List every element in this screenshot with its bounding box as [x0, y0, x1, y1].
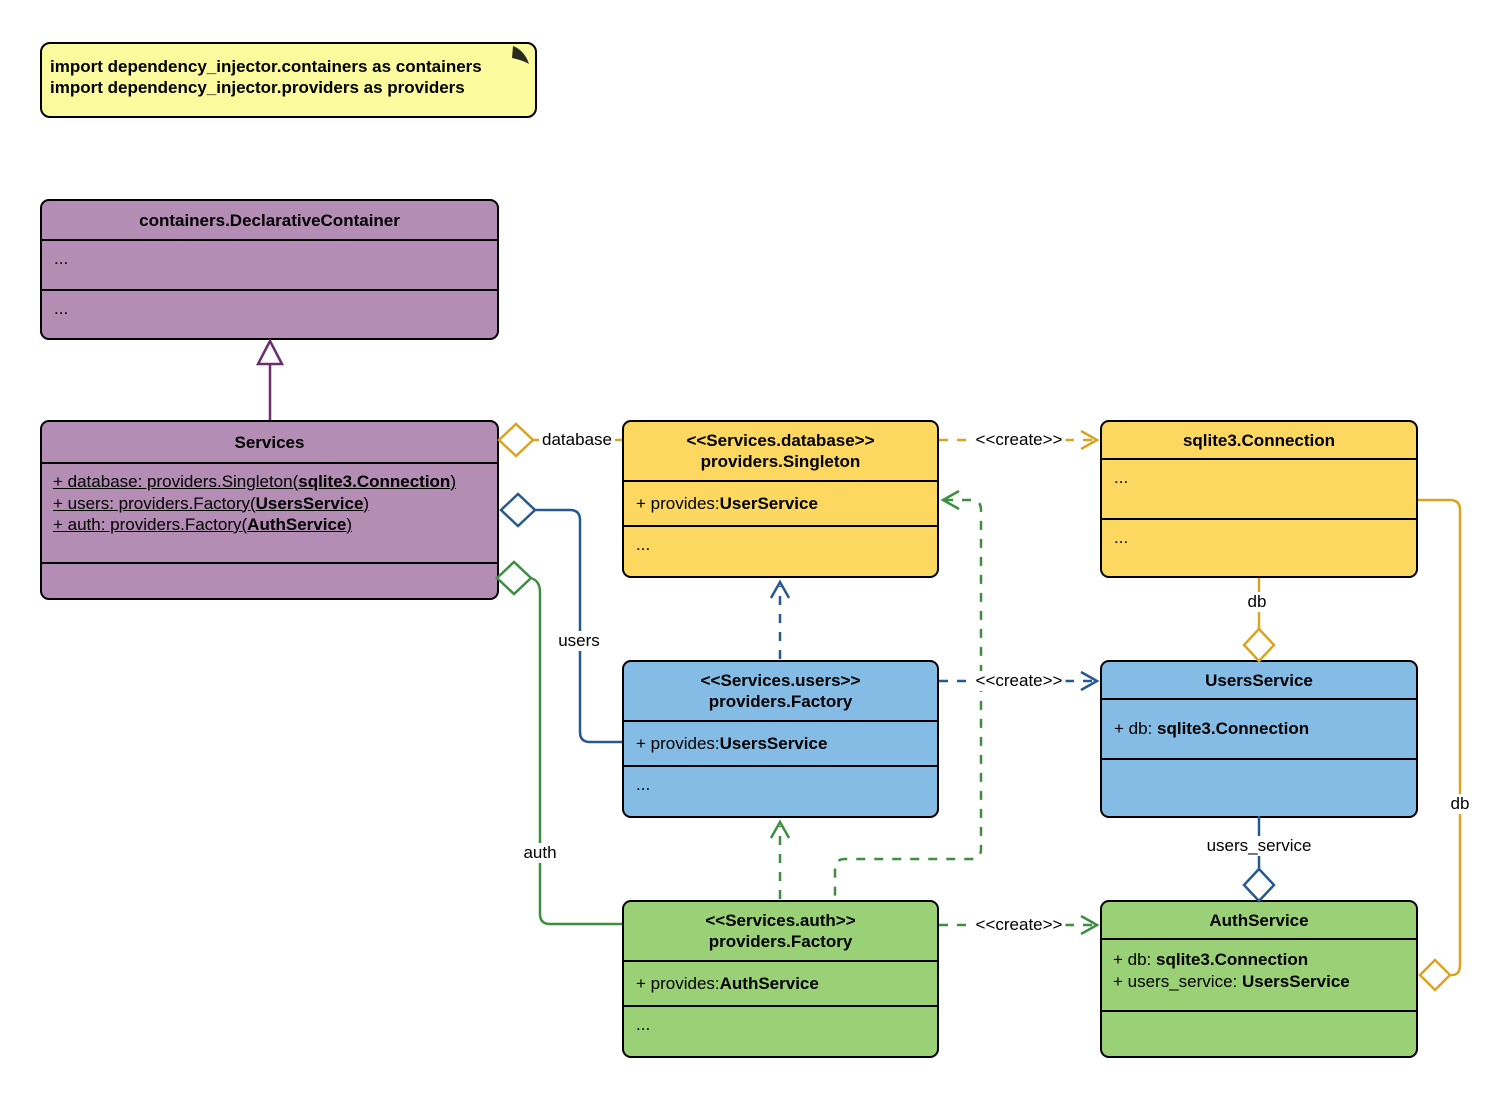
- inheritance-edge: [255, 338, 285, 420]
- attr-type: sqlite3.Connection: [1157, 719, 1310, 738]
- attr-type: UsersService: [255, 493, 364, 513]
- class-row: ...: [624, 1005, 937, 1056]
- class-title: <<Services.users>> providers.Factory: [624, 662, 937, 720]
- aggregation-db-usersservice-edge: [1242, 578, 1276, 663]
- class-title-text: providers.Singleton: [700, 452, 861, 471]
- class-stereotype: <<Services.users>>: [700, 671, 861, 690]
- class-title: UsersService: [1205, 670, 1313, 690]
- services-attr-users: + users: providers.Factory(UsersService): [53, 493, 497, 515]
- edge-label-db-auth: db: [1447, 794, 1473, 814]
- class-row: ...: [624, 765, 937, 816]
- edge-label-auth: auth: [520, 843, 560, 863]
- attr-type: UserService: [719, 493, 818, 513]
- class-title: containers.DeclarativeContainer: [139, 210, 400, 230]
- class-providers-factory-users: <<Services.users>> providers.Factory + p…: [622, 660, 939, 818]
- note-line-1: import dependency_injector.containers as…: [50, 57, 482, 76]
- class-row: ...: [1102, 518, 1416, 576]
- edge-label-create-users: <<create>>: [972, 671, 1066, 691]
- edge-label-database: database: [539, 430, 615, 450]
- edge-label-create-database: <<create>>: [972, 430, 1066, 450]
- class-row: ...: [42, 239, 497, 289]
- class-row: ...: [624, 525, 937, 576]
- attr-text: + database: providers.Singleton(: [53, 472, 299, 491]
- attr-text: + users: providers.Factory(: [53, 493, 256, 513]
- aggregation-users-edge: [499, 492, 622, 744]
- class-row: ...: [1102, 458, 1416, 518]
- edge-label-users: users: [555, 631, 603, 651]
- class-users-service: UsersService + db: sqlite3.Connection: [1100, 660, 1418, 818]
- attr-text: ): [346, 515, 353, 534]
- dependency-authfactory-usersfactory-edge: [769, 819, 791, 899]
- edge-label-db-users: db: [1244, 592, 1270, 612]
- aggregation-auth-edge: [495, 560, 622, 926]
- attr-text: + provides:: [636, 973, 720, 993]
- class-title-text: providers.Factory: [708, 692, 853, 711]
- class-stereotype: <<Services.database>>: [686, 431, 875, 450]
- class-row-empty: [1102, 758, 1416, 816]
- attr-text: + users_service:: [1113, 972, 1242, 991]
- attr-type: UsersService: [719, 733, 828, 753]
- class-row: ...: [42, 289, 497, 338]
- dependency-usersfactory-singleton-edge: [769, 579, 791, 659]
- note-fold-icon: [512, 46, 529, 64]
- class-title: Services: [234, 432, 305, 452]
- class-title: <<Services.auth>> providers.Factory: [624, 902, 937, 960]
- edge-label-create-auth: <<create>>: [972, 915, 1066, 935]
- aggregation-db-authservice-edge: [1418, 498, 1462, 992]
- note-line-2: import dependency_injector.providers as …: [50, 78, 465, 97]
- class-attr-provides: + provides: UserService: [624, 480, 937, 525]
- class-title: sqlite3.Connection: [1182, 430, 1336, 450]
- services-attr-database: + database: providers.Singleton(sqlite3.…: [53, 471, 497, 493]
- class-sqlite3-connection: sqlite3.Connection ... ...: [1100, 420, 1418, 578]
- authservice-attr-users-service: + users_service: UsersService: [1113, 971, 1416, 993]
- attr-text: + provides:: [636, 493, 720, 513]
- class-attributes: + db: sqlite3.Connection + users_service…: [1102, 938, 1416, 1010]
- class-declarative-container: containers.DeclarativeContainer ... ...: [40, 199, 499, 340]
- class-attr-provides: + provides: AuthService: [624, 960, 937, 1005]
- class-title: AuthService: [1209, 910, 1309, 930]
- class-title: <<Services.database>> providers.Singleto…: [624, 422, 937, 480]
- class-row-empty: [1102, 1010, 1416, 1056]
- class-row-empty: [42, 562, 497, 598]
- attr-type: UsersService: [1241, 972, 1350, 991]
- attr-type: AuthService: [247, 515, 347, 534]
- authservice-attr-db: + db: sqlite3.Connection: [1113, 949, 1416, 971]
- attr-text: ): [363, 493, 370, 513]
- attr-text: + db:: [1113, 950, 1157, 969]
- class-title-text: providers.Factory: [708, 932, 853, 951]
- attr-text: + auth: providers.Factory(: [53, 515, 248, 534]
- attr-text: ): [450, 472, 456, 491]
- services-attr-auth: + auth: providers.Factory(AuthService): [53, 514, 497, 536]
- aggregation-usersservice-authservice-edge: [1242, 816, 1276, 903]
- attr-type: sqlite3.Connection: [298, 472, 451, 491]
- attr-type: sqlite3.Connection: [1156, 950, 1309, 969]
- class-providers-singleton-database: <<Services.database>> providers.Singleto…: [622, 420, 939, 578]
- attr-text: + db:: [1114, 719, 1158, 738]
- class-providers-factory-auth: <<Services.auth>> providers.Factory + pr…: [622, 900, 939, 1058]
- class-auth-service: AuthService + db: sqlite3.Connection + u…: [1100, 900, 1418, 1058]
- attr-text: + provides:: [636, 733, 720, 753]
- attr-type: AuthService: [719, 973, 819, 993]
- attr-text: + db: sqlite3.Connection: [1114, 718, 1309, 740]
- edge-label-users-service: users_service: [1203, 836, 1315, 856]
- class-stereotype: <<Services.auth>>: [705, 911, 856, 930]
- class-attributes: + database: providers.Singleton(sqlite3.…: [42, 462, 497, 562]
- note-imports: import dependency_injector.containers as…: [40, 42, 537, 118]
- class-attr-provides: + provides: UsersService: [624, 720, 937, 765]
- class-attr-db: + db: sqlite3.Connection: [1102, 698, 1416, 758]
- class-services: Services + database: providers.Singleton…: [40, 420, 499, 600]
